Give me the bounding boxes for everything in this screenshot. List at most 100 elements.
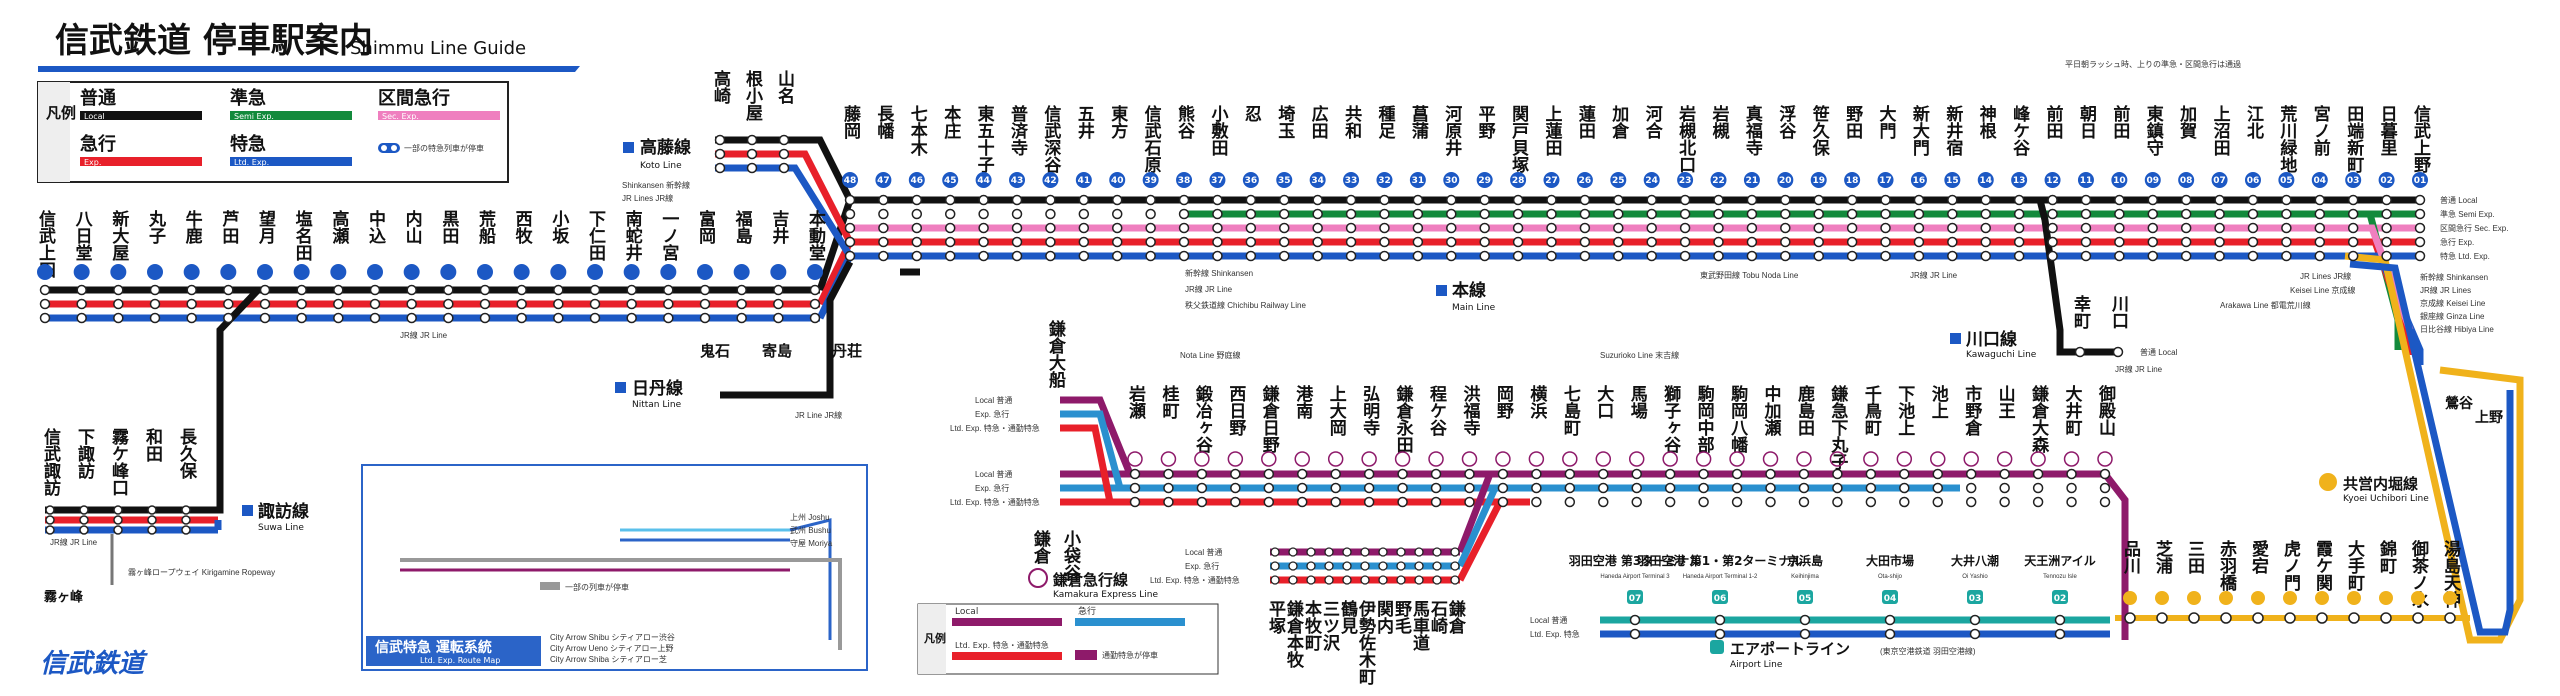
station-code-badge: [2278, 172, 2295, 188]
station-code-badge: [1495, 451, 1511, 467]
station-stop-dot: [699, 298, 711, 310]
station-stop-dot: [1414, 561, 1424, 571]
station-code-badge: [1409, 172, 1426, 188]
station-stop-dot: [2247, 236, 2259, 248]
west-station: 中込: [365, 209, 386, 324]
station-code-badge: [110, 264, 127, 280]
station-stop-dot: [1078, 222, 1090, 234]
station-stop-dot: [1212, 250, 1223, 262]
station-stop-dot: [736, 312, 747, 324]
service-legend: 凡例 普通 Local 準急 Semi Exp. 区間急行 Sec. Exp. …: [37, 81, 509, 183]
station-stop-dot: [2314, 194, 2326, 206]
station-stop-dot: [1312, 250, 1323, 262]
station-name: 大門: [1876, 104, 1897, 140]
station-stop-dot: [1345, 194, 1357, 206]
station-stop-dot: [186, 298, 197, 310]
station-code-badge: [2311, 172, 2328, 188]
station-stop-dot: [2147, 250, 2159, 262]
station-code-badge: [807, 264, 823, 280]
station-name: 駒岡中部: [1694, 384, 1715, 454]
station-stop-dot: [1306, 575, 1316, 585]
station-stop-dot: [406, 312, 417, 324]
station-code-badge: [1797, 590, 1813, 604]
station-code-badge: [733, 264, 750, 280]
legend-exp-jp: 急行: [80, 133, 116, 155]
station-stop-dot: [2314, 250, 2326, 262]
station-stop-dot: [1379, 208, 1390, 220]
station-code-badge: [1996, 451, 2013, 467]
svg-text:特急 Ltd. Exp.: 特急 Ltd. Exp.: [2440, 251, 2490, 261]
station-stop-dot: [1312, 222, 1323, 234]
kyoei-station: 赤羽橋: [2216, 539, 2237, 624]
station-stop-dot: [1263, 468, 1275, 480]
station-stop-dot: [181, 525, 191, 535]
station-name: 三ツ沢: [1319, 600, 1340, 652]
station-stop-dot: [1324, 547, 1334, 557]
station-stop-dot: [479, 312, 491, 324]
station-stop-dot: [1446, 194, 1457, 206]
station-stop-dot: [1330, 496, 1341, 508]
station-code: 39: [1144, 176, 1157, 186]
station-code: 18: [1846, 176, 1859, 186]
station-stop-dot: [978, 250, 989, 262]
station-stop-dot: [878, 194, 889, 206]
station-stop-dot: [2380, 612, 2392, 624]
kirigamine-station: 霧ヶ峰: [43, 589, 84, 605]
station-stop-dot: [149, 312, 161, 324]
station-stop-dot: [1045, 236, 1056, 248]
station-stop-dot: [1746, 250, 1758, 262]
station-stop-dot: [2347, 236, 2359, 248]
station-code-badge: [73, 264, 90, 280]
station-stop-dot: [1846, 250, 1858, 262]
station-stop-dot: [1531, 496, 1542, 508]
station-stop-dot: [2247, 194, 2259, 206]
kamakura-station: 千鳥町: [1861, 385, 1881, 508]
station-stop-dot: [2314, 208, 2326, 220]
station-name: 本動堂: [805, 209, 826, 261]
station-code-badge: [257, 264, 273, 280]
station-stop-dot: [911, 250, 923, 262]
suwa-jr: JR線 JR Line: [50, 537, 98, 547]
kamakura-station: 駒岡八幡: [1727, 384, 1748, 508]
station-stop-dot: [1765, 496, 1776, 508]
station-name: 中加瀬: [1761, 384, 1783, 437]
station-stop-dot: [878, 250, 889, 262]
station-stop-dot: [1212, 236, 1223, 248]
station-stop-dot: [1698, 468, 1709, 480]
station-stop-dot: [1913, 236, 1925, 248]
west-jr: JR線 JR Line: [400, 330, 448, 340]
station-stop-dot: [76, 312, 87, 324]
svg-text:新幹線 Shinkansen: 新幹線 Shinkansen: [2420, 272, 2488, 282]
kamakura-station: 鎌倉日野: [1259, 384, 1280, 508]
station-code-badge: [623, 264, 640, 280]
station-stop-dot: [147, 505, 157, 515]
west-line-stations: 信武上田八日堂新大屋丸子牛鹿芦田望月塩名田高瀬中込内山黒田荒船西牧小坂下仁田南蛇…: [35, 69, 2130, 535]
station-stop-dot: [1379, 222, 1390, 234]
station-stop-dot: [2414, 236, 2426, 248]
west-station: 小坂: [548, 210, 569, 324]
station-code-badge: [183, 264, 200, 280]
station-stop-dot: [479, 298, 491, 310]
station-stop-dot: [1178, 250, 1190, 262]
station-stop-dot: [186, 284, 197, 296]
koto-station: 山名: [774, 70, 795, 174]
kamakura-station: 弘明寺: [1359, 385, 1380, 508]
station-name: 大井八潮: [1951, 553, 1999, 568]
station-name: 小袋谷: [1060, 530, 1082, 582]
station-stop-dot: [2147, 208, 2159, 220]
station-name: 幸町: [2070, 294, 2091, 330]
station-stop-dot: [699, 312, 711, 324]
svg-text:信武特急 運転系統: 信武特急 運転系統: [375, 639, 492, 656]
station-stop-dot: [1497, 468, 1509, 480]
legend-heading: 凡例: [46, 104, 76, 122]
station-stop-dot: [1312, 208, 1323, 220]
svg-text:凡例: 凡例: [924, 631, 946, 645]
